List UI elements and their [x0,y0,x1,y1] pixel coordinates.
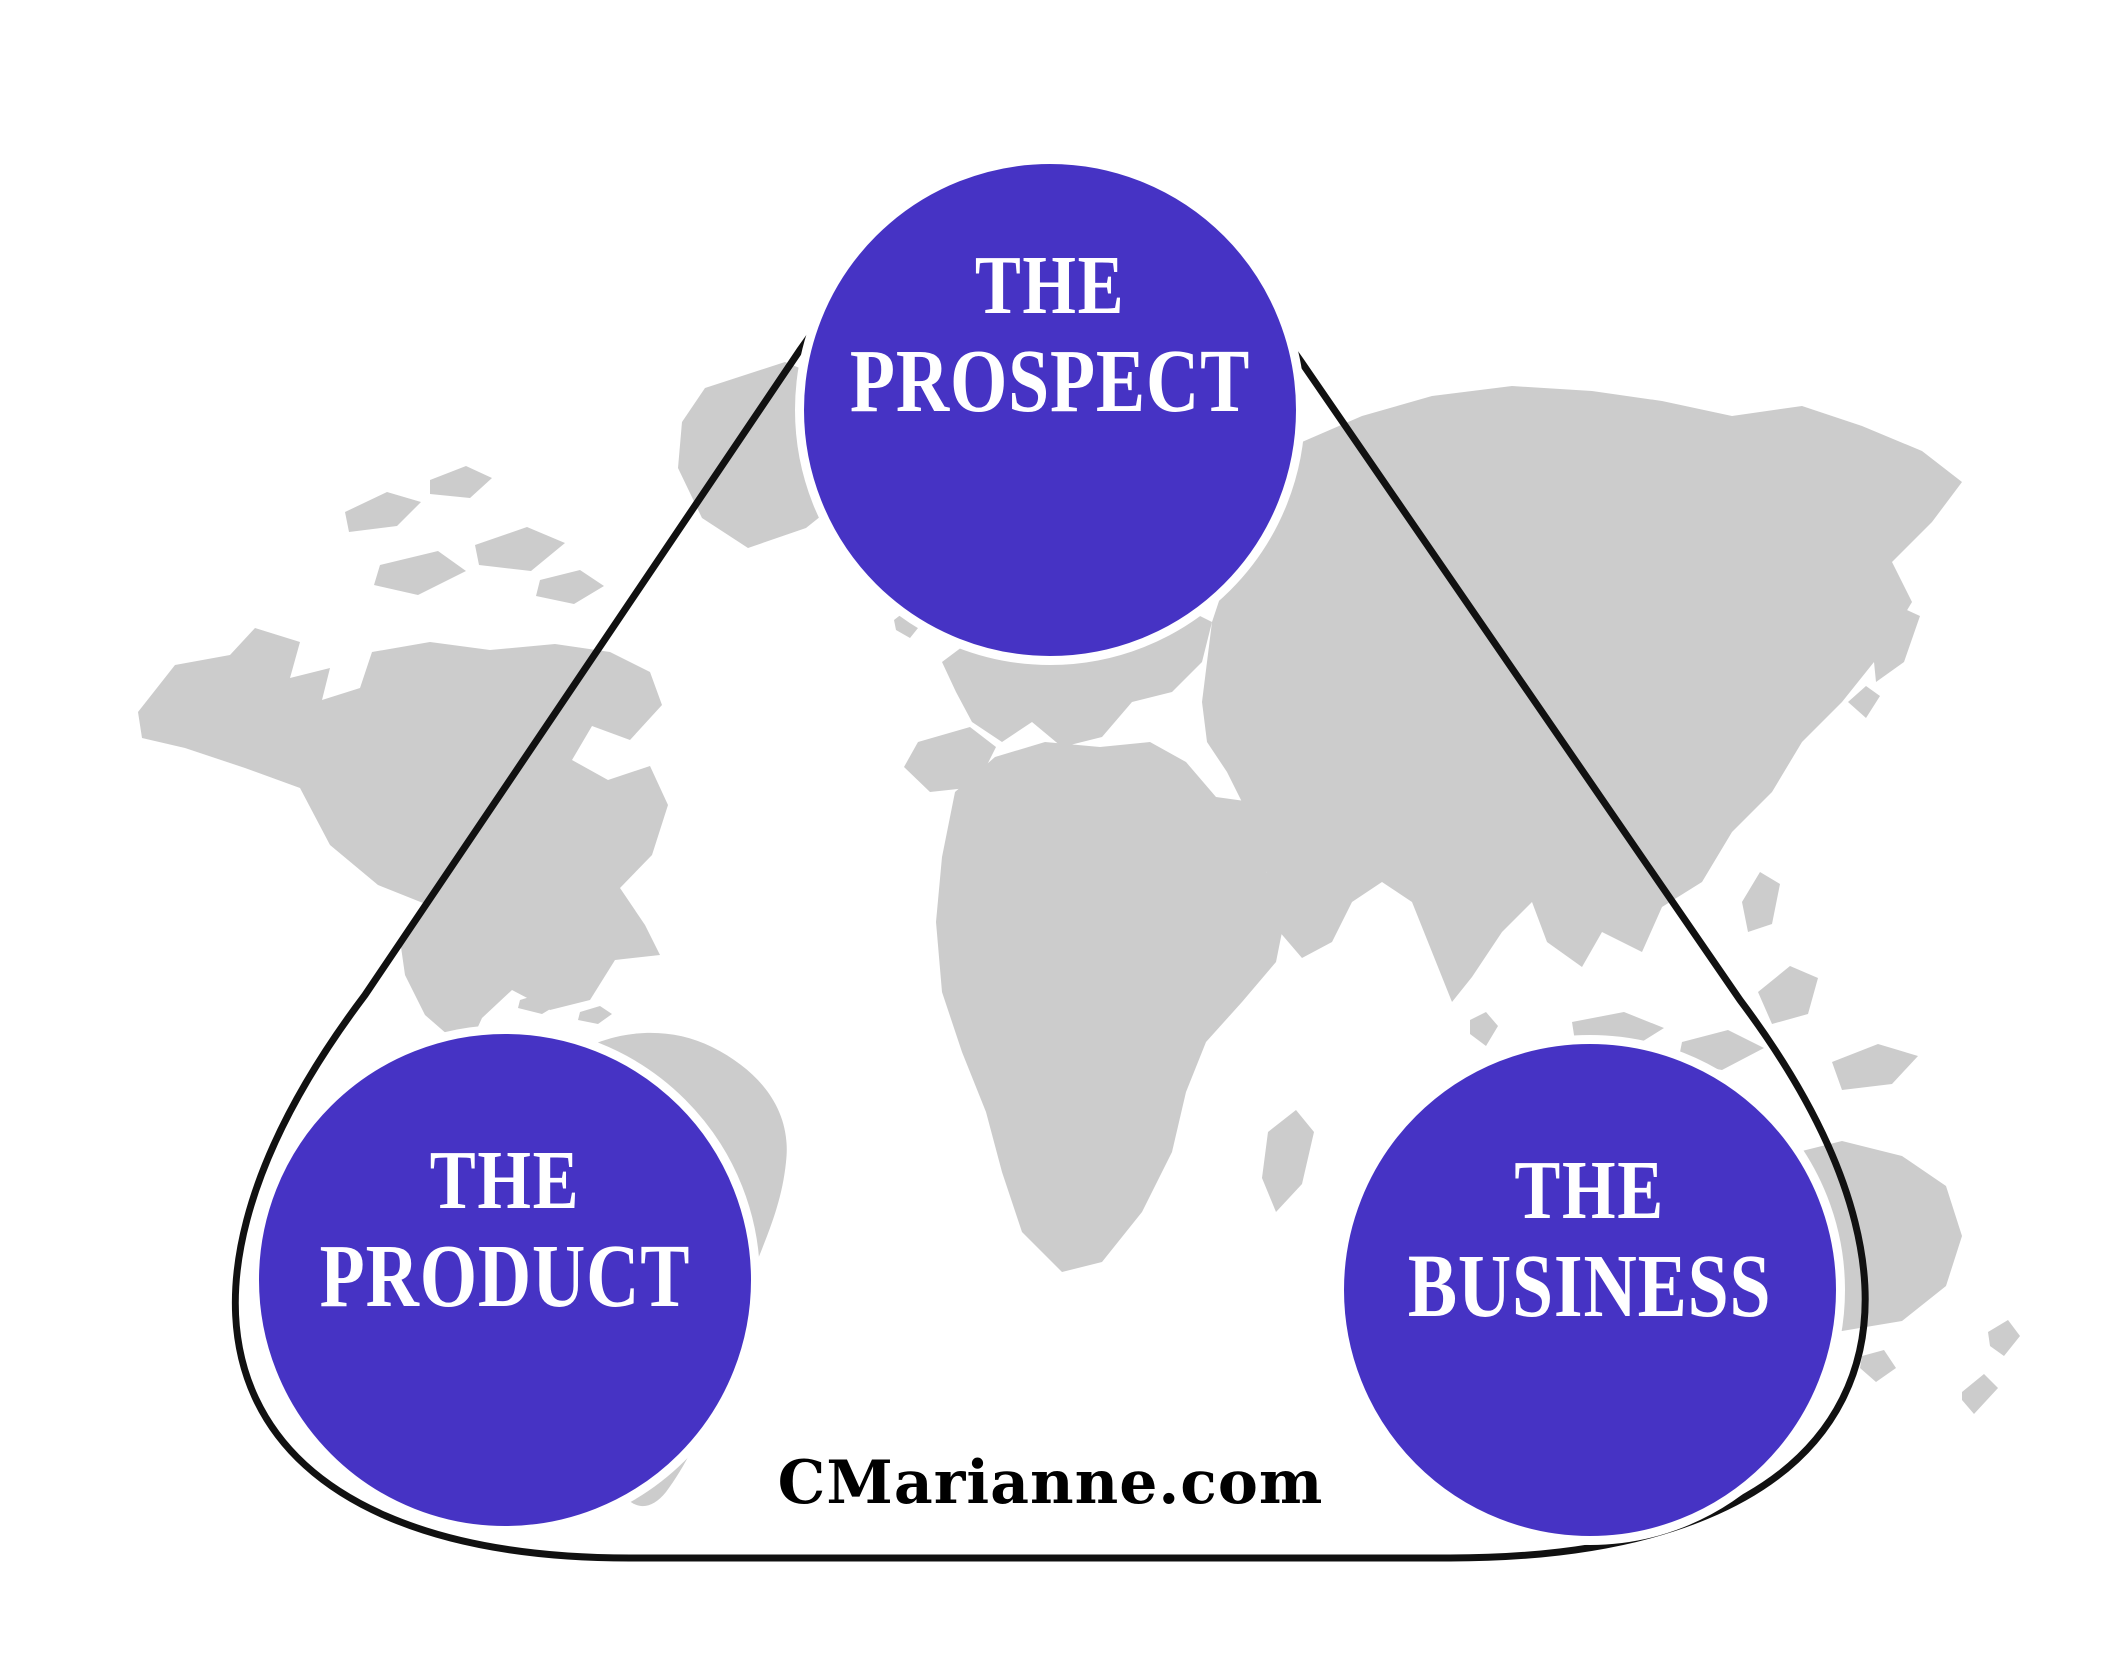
website-label: CMarianne.com [777,1448,1324,1518]
node-business-line2: BUSINESS [1408,1237,1772,1336]
southeast-asia-islands [1572,872,1918,1090]
node-prospect-line1: THE [974,239,1126,332]
continent-asia [1202,386,1962,1046]
node-prospect: THE PROSPECT [795,155,1305,665]
node-business-label: THE BUSINESS [1408,1149,1771,1341]
node-product-label: THE PRODUCT [320,1139,691,1331]
arctic-islands [345,466,604,604]
node-product-line1: THE [429,1134,581,1227]
node-business: THE BUSINESS [1335,1035,1845,1545]
node-product: THE PRODUCT [250,1025,760,1535]
node-prospect-label: THE PROSPECT [850,244,1250,436]
node-product-line2: PRODUCT [319,1227,691,1326]
node-prospect-line2: PROSPECT [849,332,1251,431]
continent-africa [936,742,1314,1272]
node-business-line1: THE [1514,1144,1666,1237]
